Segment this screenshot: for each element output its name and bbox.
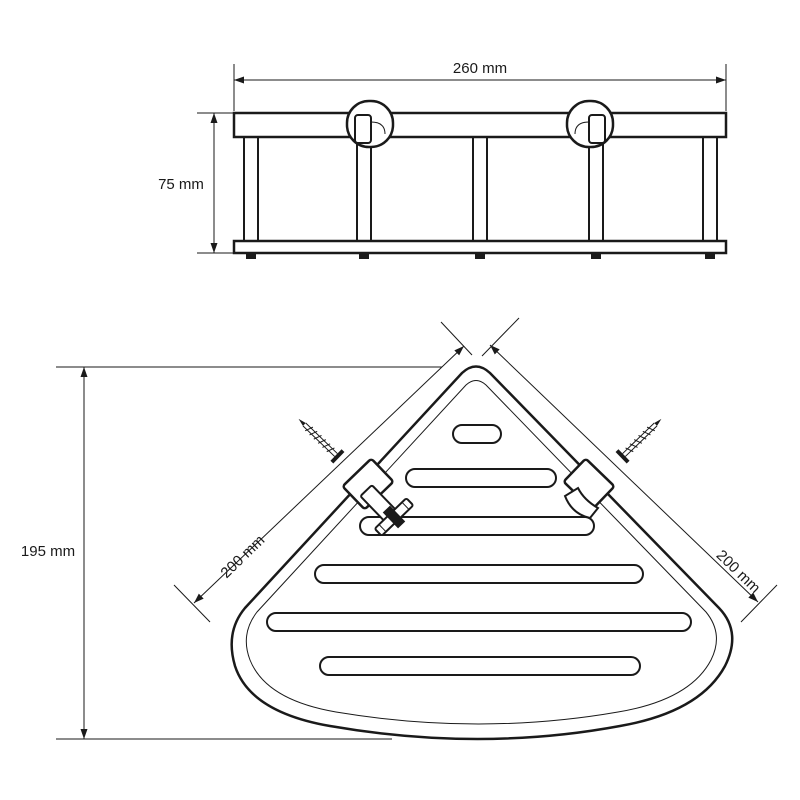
height-label: 75 mm [158, 176, 204, 193]
width-dimension: 260 mm [233, 60, 727, 111]
right-side-label: 200 mm [713, 547, 764, 597]
width-label: 260 mm [453, 60, 507, 77]
front-view: 260 mm 75 mm [158, 60, 728, 259]
shelf-outline [230, 365, 734, 741]
left-wall-bracket [345, 99, 395, 149]
shelf-posts [243, 136, 718, 242]
right-bracket-top [563, 458, 615, 520]
top-view: 195 mm 200 mm 200 mm [21, 317, 778, 741]
depth-label: 195 mm [21, 543, 75, 560]
shelf-feet [246, 253, 715, 259]
shelf-inner-rim [245, 380, 717, 725]
top-rail [232, 111, 728, 139]
height-dimension: 75 mm [158, 112, 234, 254]
left-wall-screw-icon [298, 418, 345, 464]
left-side-label: 200 mm [217, 532, 268, 582]
bottom-rail [232, 239, 728, 255]
drainage-slots [266, 424, 692, 676]
right-wall-screw-icon [615, 418, 662, 464]
left-fixing-screw [374, 497, 414, 537]
right-wall-bracket [565, 99, 615, 149]
